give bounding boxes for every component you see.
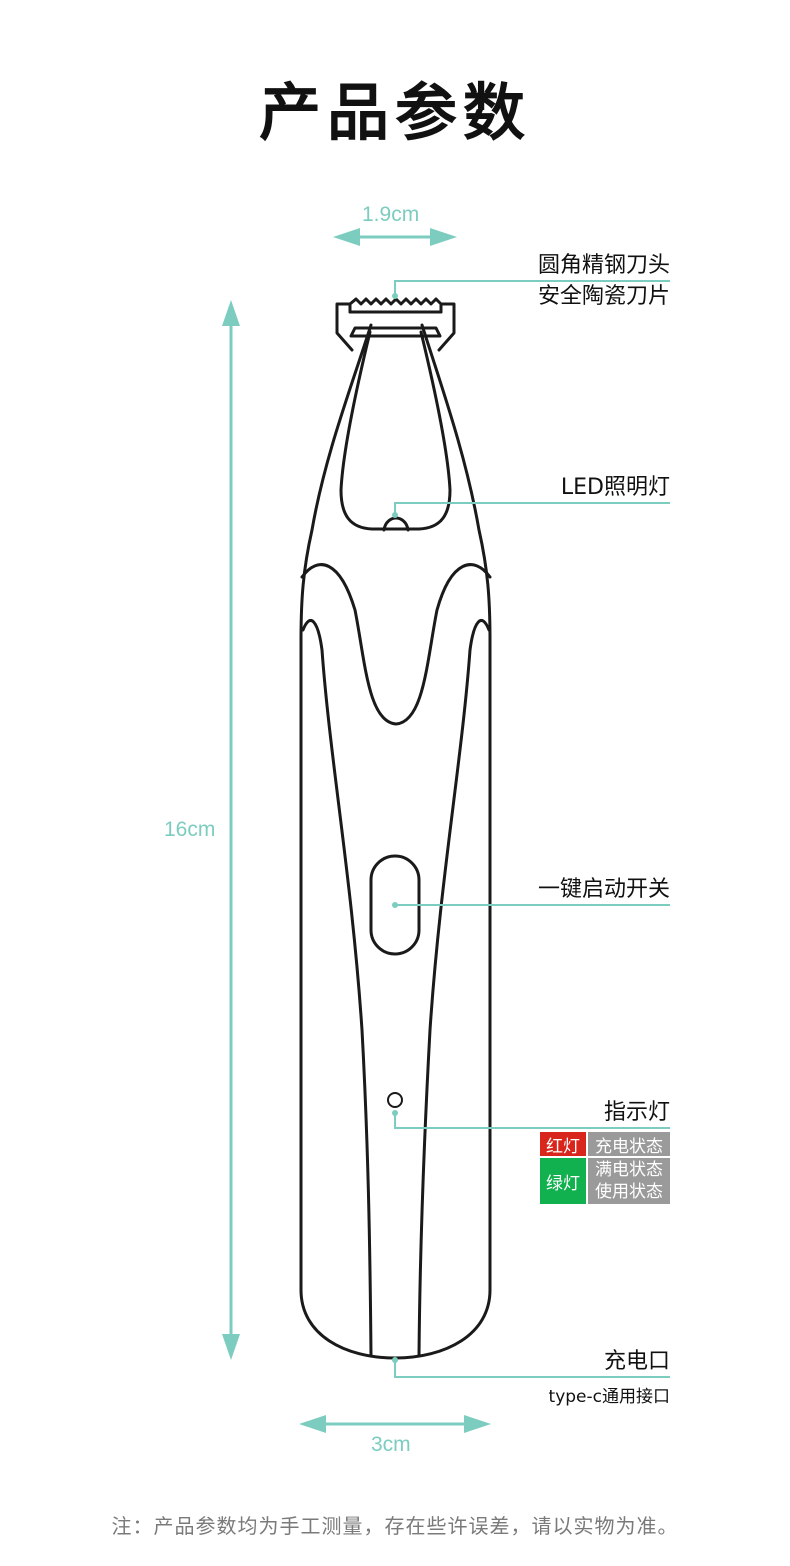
trimmer-outline — [299, 297, 492, 1360]
callout-switch: 一键启动开关 — [537, 877, 670, 902]
top-width-label: 1.9cm — [362, 203, 420, 226]
blade-teeth — [348, 297, 443, 314]
callout-blade-line2: 安全陶瓷刀片 — [537, 284, 670, 309]
page-title: 产品参数 — [258, 76, 531, 149]
height-label: 16cm — [164, 818, 216, 841]
footnote: 注：产品参数均为手工测量，存在些许误差，请以实物为准。 — [111, 1514, 679, 1538]
bottom-width-arrow — [299, 1415, 491, 1433]
bottom-width-label: 3cm — [371, 1433, 411, 1456]
legend-red-label: 红灯 — [540, 1132, 586, 1157]
callout-dots — [392, 293, 398, 1363]
indicator-legend: 红灯 充电状态 绿灯 满电状态 使用状态 — [540, 1132, 670, 1204]
callout-led: LED照明灯 — [560, 475, 670, 500]
inner-panel — [301, 619, 491, 1358]
legend-green-label: 绿灯 — [540, 1158, 586, 1204]
blade-guard — [335, 302, 456, 352]
head-window — [339, 330, 452, 531]
callout-port: 充电口 — [603, 1349, 670, 1374]
indicator-light — [387, 1092, 403, 1108]
height-arrow — [222, 300, 240, 1360]
body-outer — [299, 323, 492, 1360]
callout-blade: 圆角精钢刀头 安全陶瓷刀片 — [538, 250, 670, 312]
callout-indicator: 指示灯 — [603, 1100, 670, 1125]
top-width-arrow — [333, 228, 457, 246]
callout-lines — [394, 280, 670, 1378]
legend-red-state: 充电状态 — [588, 1132, 670, 1157]
legend-green-state-1: 满电状态 — [595, 1160, 663, 1180]
legend-green-states: 满电状态 使用状态 — [588, 1158, 670, 1204]
callout-blade-line1: 圆角精钢刀头 — [537, 253, 670, 278]
callout-port-sub: type-c通用接口 — [548, 1387, 670, 1407]
led-light — [382, 516, 410, 532]
legend-green-state-2: 使用状态 — [595, 1182, 663, 1202]
